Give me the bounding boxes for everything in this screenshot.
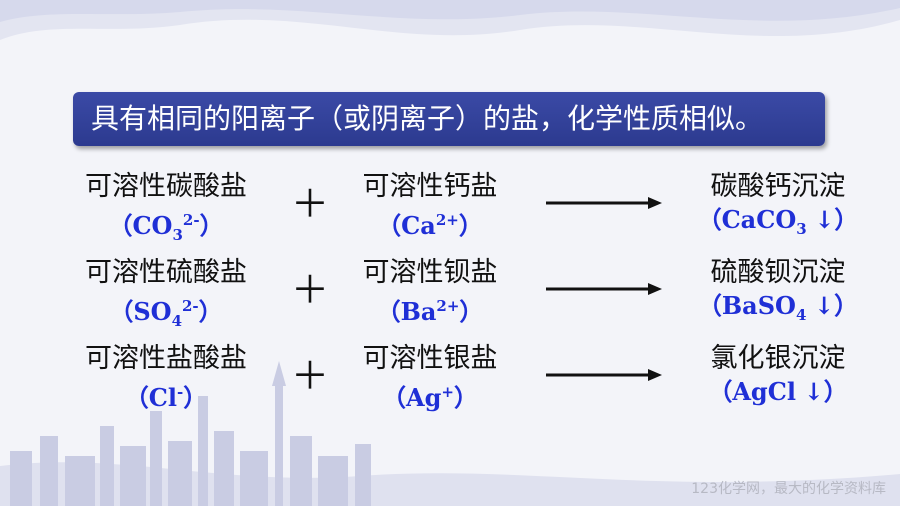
anion-block: 可溶性硫酸盐 （SO42-） — [56, 256, 276, 337]
reaction-arrow — [546, 197, 662, 209]
product-formula: （CaCO3 ↓） — [697, 205, 859, 238]
product-name: 碳酸钙沉淀 — [710, 171, 846, 202]
cation-formula: （Ba2+） — [376, 297, 484, 326]
anion-name: 可溶性硫酸盐 — [85, 257, 247, 288]
product-block: 硫酸钡沉淀（BaSO4 ↓） — [688, 256, 868, 331]
product-block: 碳酸钙沉淀（CaCO3 ↓） — [688, 170, 868, 245]
cation-name: 可溶性银盐 — [362, 343, 498, 374]
reaction-arrow — [546, 369, 662, 381]
cation-formula: （Ag+） — [382, 383, 478, 412]
title-banner: 具有相同的阳离子（或阴离子）的盐，化学性质相似。 — [73, 92, 825, 146]
anion-formula: （CO32-） — [108, 211, 224, 244]
cation-block: 可溶性钙盐 （Ca2+） — [340, 170, 520, 242]
product-name: 硫酸钡沉淀 — [710, 257, 846, 288]
plus-sign: ＋ — [290, 182, 329, 226]
product-block: 氯化银沉淀 （AgCl ↓） — [688, 342, 868, 408]
watermark: 123化学网，最大的化学资料库 — [691, 481, 886, 497]
plus-sign: ＋ — [290, 354, 329, 398]
anion-formula: （Cl-） — [124, 383, 208, 412]
anion-name: 可溶性碳酸盐 — [85, 171, 247, 202]
reaction-arrow — [546, 283, 662, 295]
product-formula: （BaSO4 ↓） — [697, 291, 859, 324]
anion-block: 可溶性盐酸盐 （Cl-） — [56, 342, 276, 414]
plus-sign: ＋ — [290, 268, 329, 312]
top-wave-decoration — [0, 0, 900, 40]
anion-formula: （SO42-） — [109, 297, 223, 330]
anion-name: 可溶性盐酸盐 — [85, 343, 247, 374]
anion-block: 可溶性碳酸盐 （CO32-） — [56, 170, 276, 251]
cation-formula: （Ca2+） — [377, 211, 483, 240]
city-skyline-decoration — [0, 361, 900, 506]
cation-block: 可溶性银盐 （Ag+） — [340, 342, 520, 414]
cation-block: 可溶性钡盐 （Ba2+） — [340, 256, 520, 328]
cation-name: 可溶性钙盐 — [362, 171, 498, 202]
product-formula: （AgCl ↓） — [708, 377, 848, 406]
product-name: 氯化银沉淀 — [710, 343, 846, 374]
cation-name: 可溶性钡盐 — [362, 257, 498, 288]
